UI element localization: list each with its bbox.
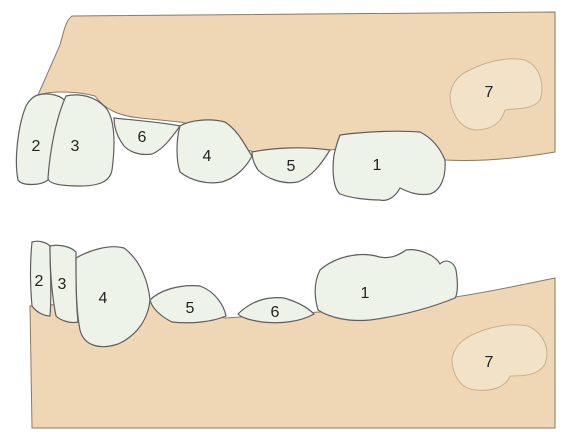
lower-label-7: 7 xyxy=(485,354,494,371)
upper-label-5: 5 xyxy=(287,158,296,175)
lower-tooth-6 xyxy=(237,297,315,324)
lower-label-1: 1 xyxy=(361,285,370,302)
upper-tooth-1 xyxy=(332,130,446,201)
upper-label-3: 3 xyxy=(71,138,80,155)
upper-tooth-6 xyxy=(113,117,182,156)
lower-tooth-1 xyxy=(314,249,458,322)
upper-tooth-5 xyxy=(251,147,332,184)
lower-jaw: 2 3 4 5 6 1 7 xyxy=(29,240,556,429)
upper-label-1: 1 xyxy=(373,157,382,174)
lower-label-6: 6 xyxy=(271,304,280,321)
lower-tooth-bud-7 xyxy=(451,324,548,391)
lower-tooth-2 xyxy=(29,240,52,317)
lower-tooth-3 xyxy=(49,244,79,324)
upper-jaw: 2 3 6 4 5 1 7 xyxy=(15,11,556,201)
upper-label-6: 6 xyxy=(138,129,147,146)
upper-label-2: 2 xyxy=(32,138,41,155)
upper-label-7: 7 xyxy=(485,84,494,101)
upper-tooth-3 xyxy=(47,94,115,187)
lower-tooth-4 xyxy=(75,246,151,348)
lower-label-2: 2 xyxy=(35,273,44,290)
lower-tooth-5 xyxy=(149,285,227,324)
upper-tooth-bud-7 xyxy=(449,58,543,131)
lower-label-5: 5 xyxy=(186,300,195,317)
lower-label-3: 3 xyxy=(58,276,67,293)
upper-tooth-4 xyxy=(176,119,253,184)
upper-label-4: 4 xyxy=(203,148,212,165)
lower-label-4: 4 xyxy=(99,290,108,307)
